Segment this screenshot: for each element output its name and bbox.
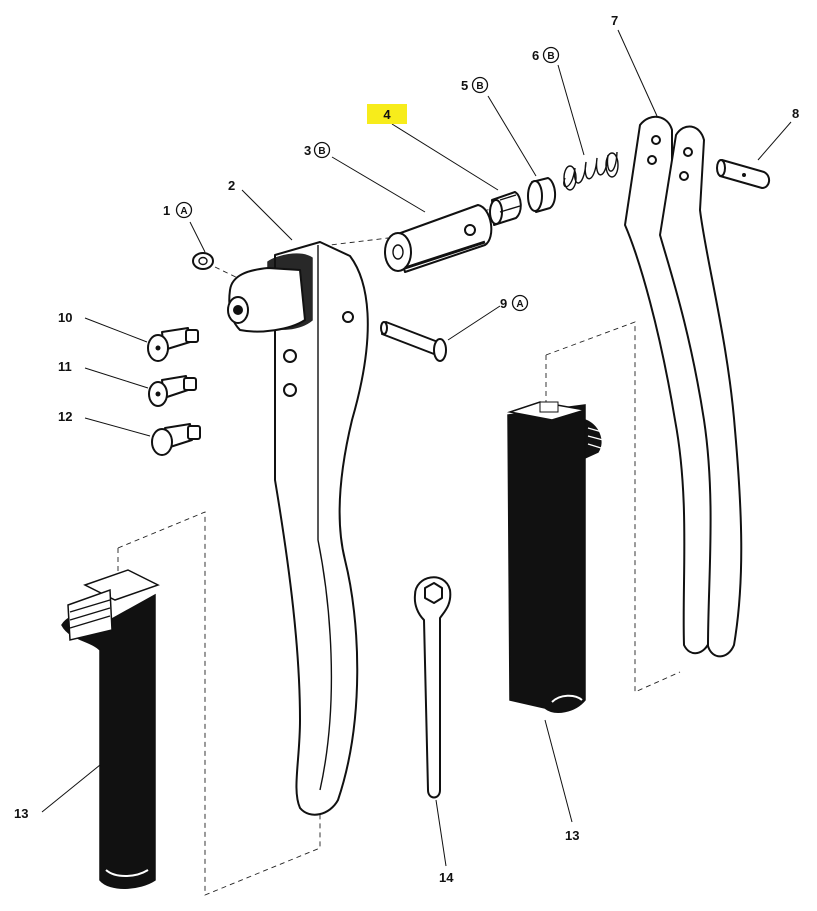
part-7-second-handle: [624, 115, 743, 658]
callout-2: 2: [228, 178, 235, 193]
part-4-jaw: [489, 191, 522, 226]
part-11-nosepiece: [148, 375, 197, 407]
callout-5: 5 B: [461, 76, 489, 94]
svg-text:B: B: [318, 146, 325, 157]
callout-7: 7: [611, 13, 618, 28]
svg-text:14: 14: [439, 870, 454, 885]
svg-text:13: 13: [565, 828, 579, 843]
svg-text:B: B: [547, 51, 554, 62]
part-2-main-handle: [227, 241, 369, 816]
part-6-spring: [563, 151, 619, 191]
svg-text:13: 13: [14, 806, 28, 821]
callout-11: 11: [58, 359, 72, 374]
callout-3: 3 B: [304, 141, 331, 159]
svg-text:A: A: [180, 206, 187, 217]
part-9-pin: [380, 321, 447, 362]
callout-13-left: 13: [14, 806, 28, 821]
part-1-washer: [192, 252, 214, 270]
assembly-dashed-lines: [117, 207, 681, 896]
svg-text:2: 2: [228, 178, 235, 193]
svg-text:5: 5: [461, 78, 468, 93]
callout-6: 6 B: [532, 46, 560, 64]
callout-4: 4: [383, 107, 391, 122]
callout-labels: 1 A 2 3 B 4 5 B 6 B 7 8: [14, 13, 799, 885]
part-5-bushing: [527, 177, 556, 213]
part-10-nosepiece: [147, 327, 199, 362]
svg-text:4: 4: [383, 107, 391, 122]
part-13-grip-right: [507, 401, 604, 713]
part-14-wrench: [413, 576, 452, 799]
svg-text:9: 9: [500, 296, 507, 311]
svg-text:11: 11: [58, 359, 72, 374]
svg-text:3: 3: [304, 143, 311, 158]
callout-13-right: 13: [565, 828, 579, 843]
callout-4-highlight: [367, 104, 407, 124]
part-3-sleeve: [384, 204, 493, 273]
part-8-pin: [716, 159, 770, 189]
callout-14: 14: [439, 870, 454, 885]
svg-text:A: A: [516, 299, 523, 310]
svg-text:8: 8: [792, 106, 799, 121]
callout-12: 12: [58, 409, 72, 424]
svg-text:1: 1: [163, 203, 170, 218]
callout-1: 1 A: [163, 201, 193, 219]
part-13-grip-left: [61, 569, 160, 889]
svg-text:7: 7: [611, 13, 618, 28]
svg-text:10: 10: [58, 310, 72, 325]
callout-9: 9 A: [500, 294, 529, 312]
svg-text:B: B: [476, 81, 483, 92]
callout-10: 10: [58, 310, 72, 325]
svg-text:6: 6: [532, 48, 539, 63]
svg-text:12: 12: [58, 409, 72, 424]
callout-8: 8: [792, 106, 799, 121]
part-12-nosepiece: [151, 423, 201, 456]
leader-lines: [41, 29, 792, 867]
